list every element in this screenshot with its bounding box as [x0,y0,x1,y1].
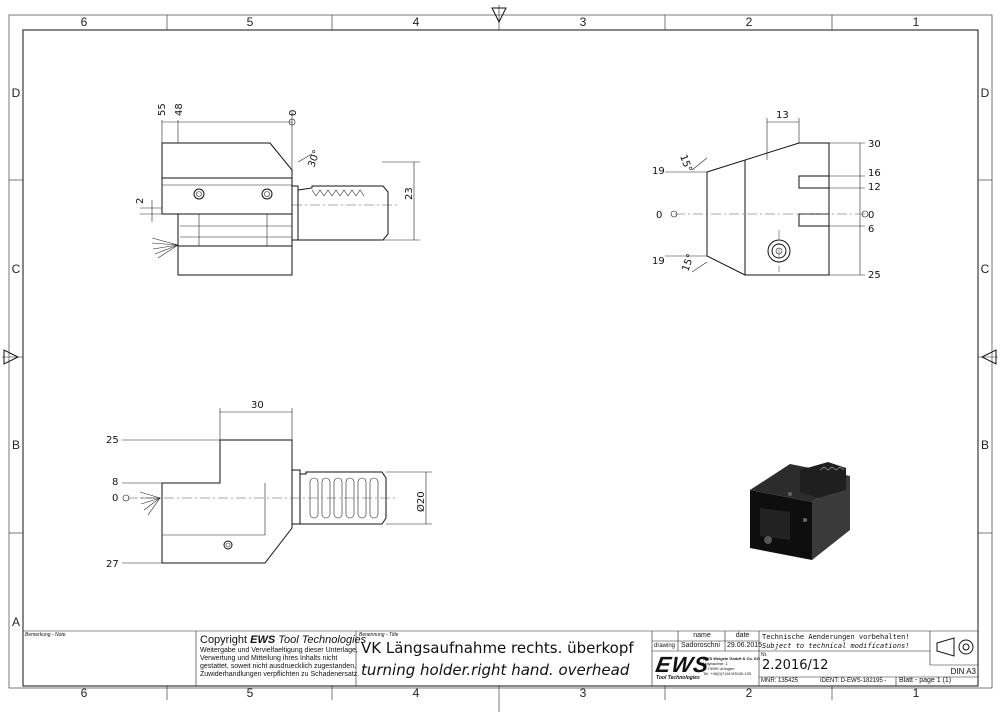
zone-col-4-bottom: 4 [413,686,420,700]
company-line: EWS Weigele GmbH & Co. KG [703,656,761,661]
dim-0-front-left: 0 [656,210,662,221]
dim-0-top: 0 [112,493,118,504]
zone-col-2-bottom: 2 [746,686,753,700]
zone-col-3-bottom: 3 [580,686,587,700]
zone-row-c-right: C [981,262,990,276]
dim-13: 13 [776,110,789,121]
zone-row-d-left: D [12,86,21,100]
copyright-line: Zuwiderhandlungen verpflichten zu Schade… [200,671,360,678]
dim-6: 6 [868,224,874,235]
zone-row-b-right: B [981,438,989,452]
dim-diameter-20: Ø20 [415,491,427,512]
zone-ticks [2,5,998,712]
zone-col-6-bottom: 6 [81,686,88,700]
changes-german: Technische Aenderungen vorbehalten! [762,633,910,641]
col-name-header: name [693,632,711,639]
zone-col-5-bottom: 5 [247,686,254,700]
dim-25-front: 25 [868,270,881,281]
front-view [665,118,869,276]
dim-0-side: 0 [288,110,299,116]
company-line: Tel. +49(0)7161/93040-100 [703,671,752,676]
dim-30deg: 30° [306,149,322,169]
dim-30-top: 30 [251,400,264,411]
dim-2: 2 [135,198,146,204]
title-english: turning holder.right hand. overhead [361,661,630,679]
isometric-model [750,462,850,560]
sheet-number: Blatt - page 1 (1) [899,677,952,684]
company-line: D-73095 Uhingen [703,666,735,671]
dim-15deg-bottom: 15° [680,253,696,273]
row-drawing-label: drawing [654,643,676,649]
zone-labels: 6 5 4 3 2 1 6 5 4 3 2 1 D C B A D C B [12,15,990,700]
zone-col-3-top: 3 [580,15,587,29]
drawing-number: 2.2016/12 [762,658,829,673]
copyright-line: Weitergabe und Vervielfaeltigung dieser … [200,647,358,654]
projection-symbol [936,637,974,657]
centering-marks [3,7,997,365]
dim-48: 48 [174,103,185,116]
company-address: EWS Weigele GmbH & Co. KG Maybachstr. 1 … [703,656,760,676]
copyright-brand: EWS [250,634,276,646]
dim-12: 12 [868,182,881,193]
dim-0-front-right: 0 [868,210,874,221]
remark-label: Bemerkung - Note [25,632,66,638]
mnr: MNR: 135425 [761,678,799,684]
copyright-prefix: Copyright [200,634,251,646]
top-view [122,408,432,564]
zone-row-d-right: D [981,86,990,100]
copyright-line: Verwertung und Mitteilung ihres Inhalts … [200,655,338,662]
zone-col-5-top: 5 [247,15,254,29]
dim-55: 55 [157,103,168,116]
dim-16: 16 [868,168,881,179]
copyright-title: Copyright EWS Tool Technologies [200,634,366,646]
drawing-name: Sadoroschni [681,642,720,649]
copyright-text: Weitergabe und Vervielfaeltigung dieser … [200,647,359,679]
zone-col-2-top: 2 [746,15,753,29]
dim-30-front: 30 [868,139,881,150]
zone-col-6-top: 6 [81,15,88,29]
title-german: VK Längsaufnahme rechts. überkopf [361,639,634,657]
copyright-line: gestattet, soweit nicht ausdruecklich zu… [200,663,357,670]
dim-8: 8 [112,477,118,488]
col-date-header: date [735,632,750,639]
inner-frame [22,29,979,687]
company-line: Maybachstr. 1 [703,661,728,666]
changes-english: Subject to technical modifications! [762,642,910,650]
dim-15deg-top: 15° [677,153,693,173]
dim-27: 27 [106,559,119,570]
zone-row-a-left: A [12,615,20,629]
title-block-grid [23,630,978,686]
nr-label: Nr. [761,652,768,658]
zone-row-b-left: B [12,438,20,452]
zone-row-c-left: C [12,262,21,276]
side-view [140,112,420,276]
title-label: Benennung - Title [359,632,399,638]
ews-logo-sub: Tool Technologies [656,675,700,681]
zone-col-1-top: 1 [913,15,920,29]
copyright-suffix: Tool Technologies [275,634,367,646]
drawing-date: 29.06.2015 [727,642,763,649]
dim-25-top: 25 [106,435,119,446]
dim-19-top: 19 [652,166,665,177]
dim-19-bottom: 19 [652,256,665,267]
zone-col-1-bottom: 1 [913,686,920,700]
ident: IDENT: D-EWS-182195 - [820,678,887,684]
dim-23: 23 [404,187,415,200]
zone-col-4-top: 4 [413,15,420,29]
paper-format: DIN A3 [950,667,976,676]
